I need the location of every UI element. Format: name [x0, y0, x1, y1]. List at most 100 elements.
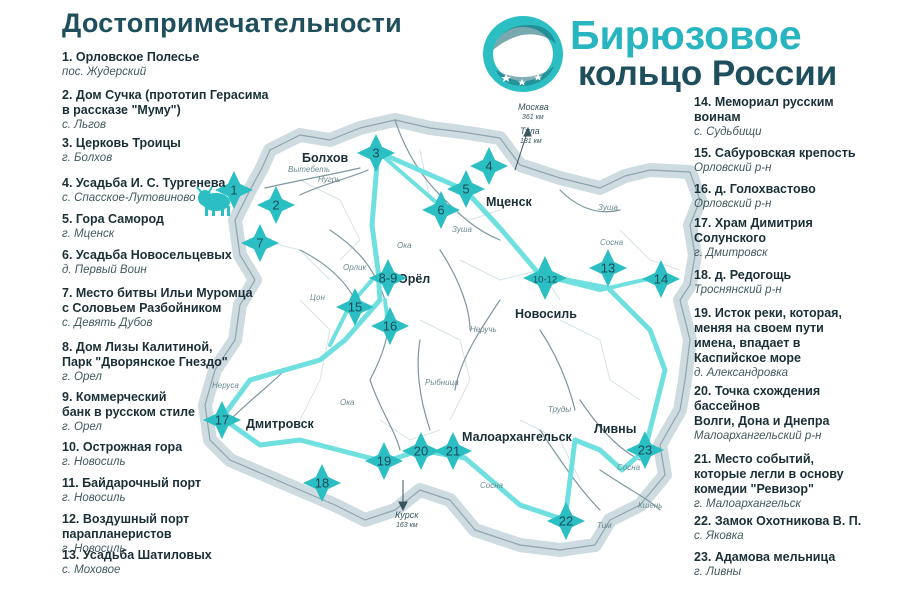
attraction-place: г. Орел [62, 421, 102, 433]
map-marker[interactable]: 15 [336, 288, 374, 326]
marker-star-icon [365, 442, 403, 480]
river-label: Ока [397, 241, 412, 250]
attraction-name: 5. Гора Самород [62, 212, 164, 226]
attraction-item: 23. Адамова мельница г. Ливны [694, 550, 900, 579]
city-label-livny: Ливны [594, 422, 636, 436]
marker-number: 8-9 [379, 271, 398, 286]
marker-star-icon [589, 249, 627, 287]
marker-number: 7 [256, 236, 263, 251]
river-label: Орлик [343, 263, 367, 272]
river-label: Кшень [638, 501, 662, 510]
map-marker[interactable]: 14 [642, 260, 680, 298]
city-label-maloarkhangelsk: Малоархангельск [462, 430, 573, 444]
marker-number: 2 [272, 198, 279, 213]
map-marker[interactable]: 22 [547, 502, 585, 540]
map-marker[interactable]: 19 [365, 442, 403, 480]
direction-kursk-km: 163 км [396, 522, 418, 529]
marker-number: 20 [414, 444, 428, 459]
attraction-item: 21. Место событий,которые легли в основу… [694, 452, 900, 511]
attraction-place: г. Новосиль [62, 543, 126, 555]
attraction-item: 8. Дом Лизы Калитиной,Парк "Дворянское Г… [62, 340, 302, 384]
map-marker[interactable]: 17 [203, 401, 241, 439]
marker-number: 21 [446, 444, 460, 459]
marker-star-icon [369, 259, 407, 297]
marker-star-icon [402, 432, 440, 470]
river-label: Сосна [480, 481, 504, 490]
marker-star-icon [470, 147, 508, 185]
map-marker[interactable]: 21 [434, 432, 472, 470]
map-marker[interactable]: 20 [402, 432, 440, 470]
map-marker[interactable]: 8-9 [369, 259, 407, 297]
attraction-name: 23. Адамова мельница [694, 550, 836, 564]
bison-icon [196, 186, 230, 216]
map-marker[interactable]: 2 [257, 186, 295, 224]
ring-logo-icon [483, 16, 563, 92]
map-marker[interactable]: 10-12 [523, 256, 567, 300]
marker-number: 18 [315, 476, 329, 491]
map-marker[interactable]: 18 [303, 464, 341, 502]
river-label: Цон [310, 293, 325, 302]
marker-star-icon [434, 432, 472, 470]
map-marker[interactable]: 1 [215, 171, 253, 209]
direction-arrows [398, 126, 532, 512]
river-label: Вытебеть [288, 165, 330, 174]
map-marker[interactable]: 6 [422, 191, 460, 229]
direction-moscow: Москва [518, 102, 549, 112]
marker-star-icon [303, 464, 341, 502]
marker-number: 1 [230, 183, 237, 198]
marker-number: 6 [437, 203, 444, 218]
attraction-name: 18. д. Редогощь [694, 268, 792, 282]
marker-star-icon [203, 401, 241, 439]
marker-star-icon [626, 431, 664, 469]
attraction-name: 1. Орловское Полесье [62, 50, 200, 64]
marker-number: 15 [348, 300, 362, 315]
marker-star-icon [547, 502, 585, 540]
attraction-place: с. Яковка [694, 530, 744, 542]
attraction-name: 13. Усадьба Шатиловых [62, 548, 212, 562]
direction-tula: Тула [520, 126, 540, 136]
map-marker[interactable]: 4 [470, 147, 508, 185]
attraction-name: 8. Дом Лизы Калитиной,Парк "Дворянское Г… [62, 340, 228, 369]
map-marker[interactable]: 23 [626, 431, 664, 469]
marker-star-icon [241, 224, 279, 262]
attraction-place: пос. Жудерский [62, 66, 147, 78]
attraction-place: д. Александровка [694, 367, 789, 379]
attraction-place: г. Ливны [694, 566, 742, 578]
marker-star-icon [371, 307, 409, 345]
map-marker[interactable]: 13 [589, 249, 627, 287]
attraction-place: Орловский р-н [694, 162, 772, 174]
direction-kursk: Курск [395, 510, 419, 520]
attraction-place: г. Новосиль [62, 456, 126, 468]
attraction-name: 10. Острожная гора [62, 440, 183, 454]
map-marker[interactable]: 7 [241, 224, 279, 262]
attraction-name: 11. Байдарочный порт [62, 476, 202, 490]
map-marker[interactable]: 5 [447, 170, 485, 208]
marker-number: 19 [377, 454, 391, 469]
map-marker[interactable]: 3 [357, 134, 395, 172]
attraction-item: 1. Орловское Полесье пос. Жудерский [62, 50, 302, 79]
brand-logo: Бирюзовое кольцо России [478, 8, 858, 98]
attraction-place: с. Судьбищи [694, 126, 762, 138]
marker-star-icon [422, 191, 460, 229]
attraction-place: Орловский р-н [694, 198, 772, 210]
marker-star-icon [357, 134, 395, 172]
attraction-place: г. Орел [62, 371, 102, 383]
map-marker[interactable]: 16 [371, 307, 409, 345]
river-label: Сосна [617, 463, 641, 472]
marker-number: 5 [462, 182, 469, 197]
attraction-name: 15. Сабуровская крепость [694, 146, 856, 160]
river-label: Неруса [212, 381, 239, 390]
